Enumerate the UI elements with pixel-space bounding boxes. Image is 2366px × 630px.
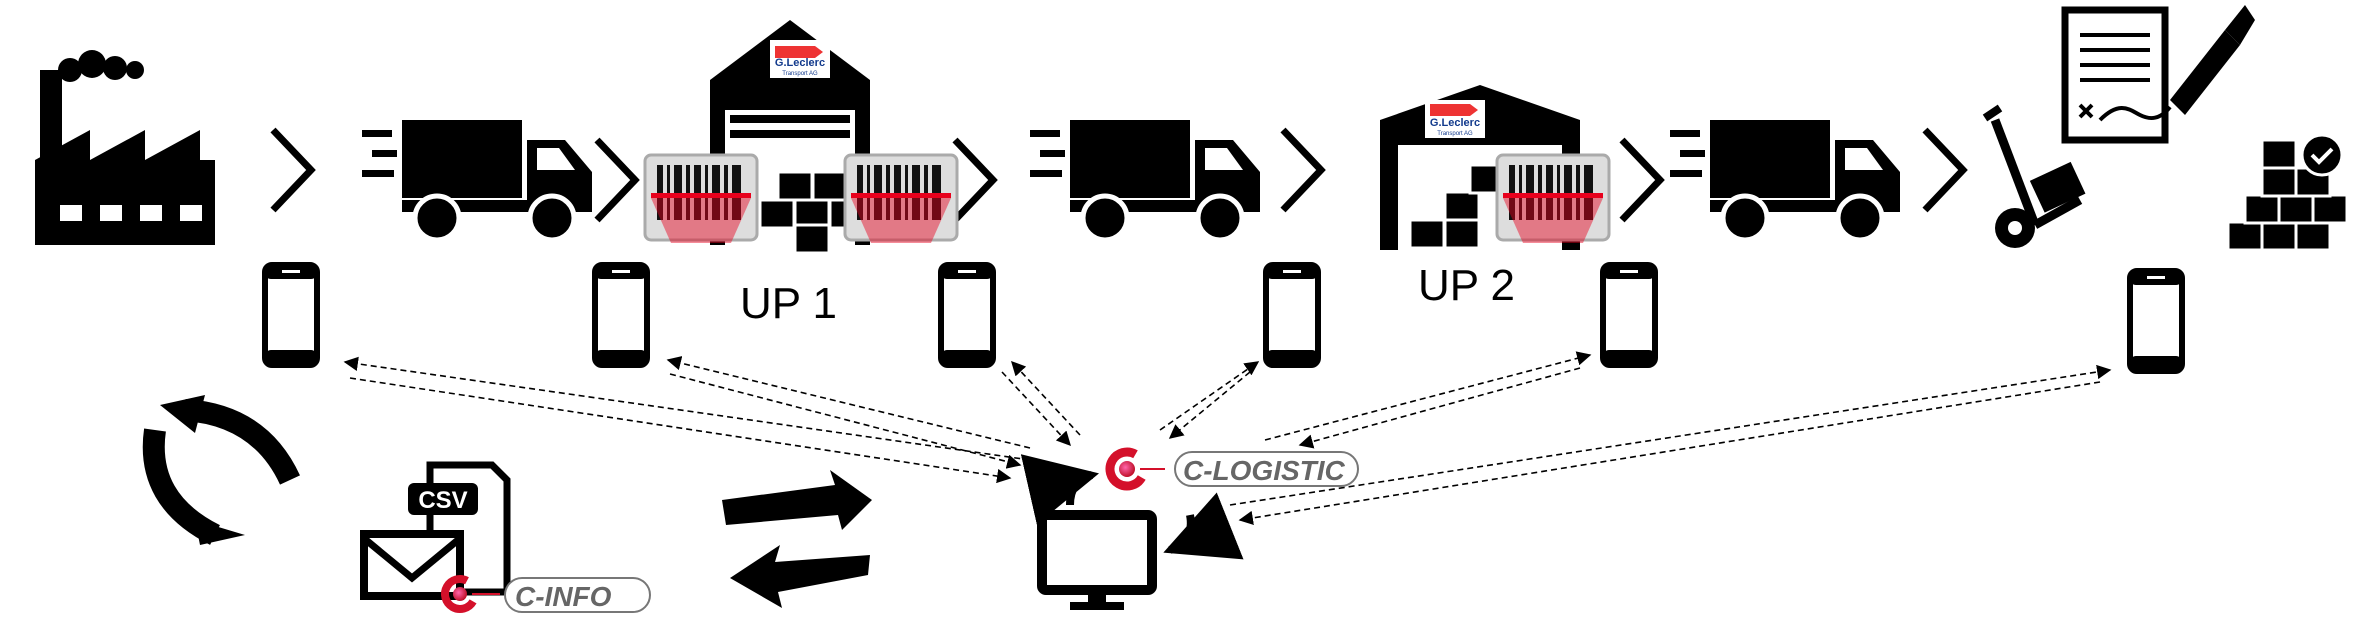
c-info-label: C-INFO [515,581,612,612]
mobile-device-icon [2130,271,2182,371]
sync-arrow-icon [1020,454,1244,560]
flow-chevron-icon [1283,130,1321,210]
bidirectional-curved-arrows-icon [142,395,300,545]
c-logistic-label: C-LOGISTIC [1183,455,1346,486]
hand-truck-icon [1982,104,2086,248]
computer-monitor-icon [1037,510,1157,610]
mobile-device-icon [1266,265,1318,365]
barcode-scanner-icon [1495,153,1611,245]
up2-label: UP 2 [1418,261,1515,310]
mobile-device-icon [595,265,647,365]
logo-text: G.Leclerc [775,57,825,69]
warehouse-2-icon: G.Leclerc Transport AG [1380,85,1580,250]
mobile-device-icon [265,265,317,365]
signed-document-icon [2061,5,2255,144]
up1-label: UP 1 [740,279,837,328]
check-icon [2300,133,2344,177]
delivered-boxes-icon [2226,133,2349,252]
logo-subtext: Transport AG [782,71,818,77]
flow-chevron-icon [273,130,311,210]
mobile-device-icon [1603,265,1655,365]
logo-subtext: Transport AG [1437,131,1473,137]
warehouse-1-icon: G.Leclerc Transport AG [710,20,870,255]
truck-icon [1670,120,1900,240]
exchange-arrows-icon [722,470,872,608]
truck-icon [1030,120,1260,240]
csv-label: CSV [418,487,467,514]
logo-text: G.Leclerc [1430,117,1480,129]
flow-chevron-icon [1622,140,1660,220]
flow-chevron-icon [597,140,635,220]
flow-chevron-icon [1925,130,1963,210]
data-sync-lines [343,351,2112,526]
truck-icon [362,120,592,240]
c-info-logo: C-INFO [441,575,651,613]
c-logistic-logo: C-LOGISTIC [1105,447,1359,491]
mobile-device-icon [941,265,993,365]
barcode-scanner-icon [843,153,959,245]
factory-icon [35,50,215,245]
barcode-scanner-icon [643,153,759,245]
flow-chevron-icon [955,140,993,220]
